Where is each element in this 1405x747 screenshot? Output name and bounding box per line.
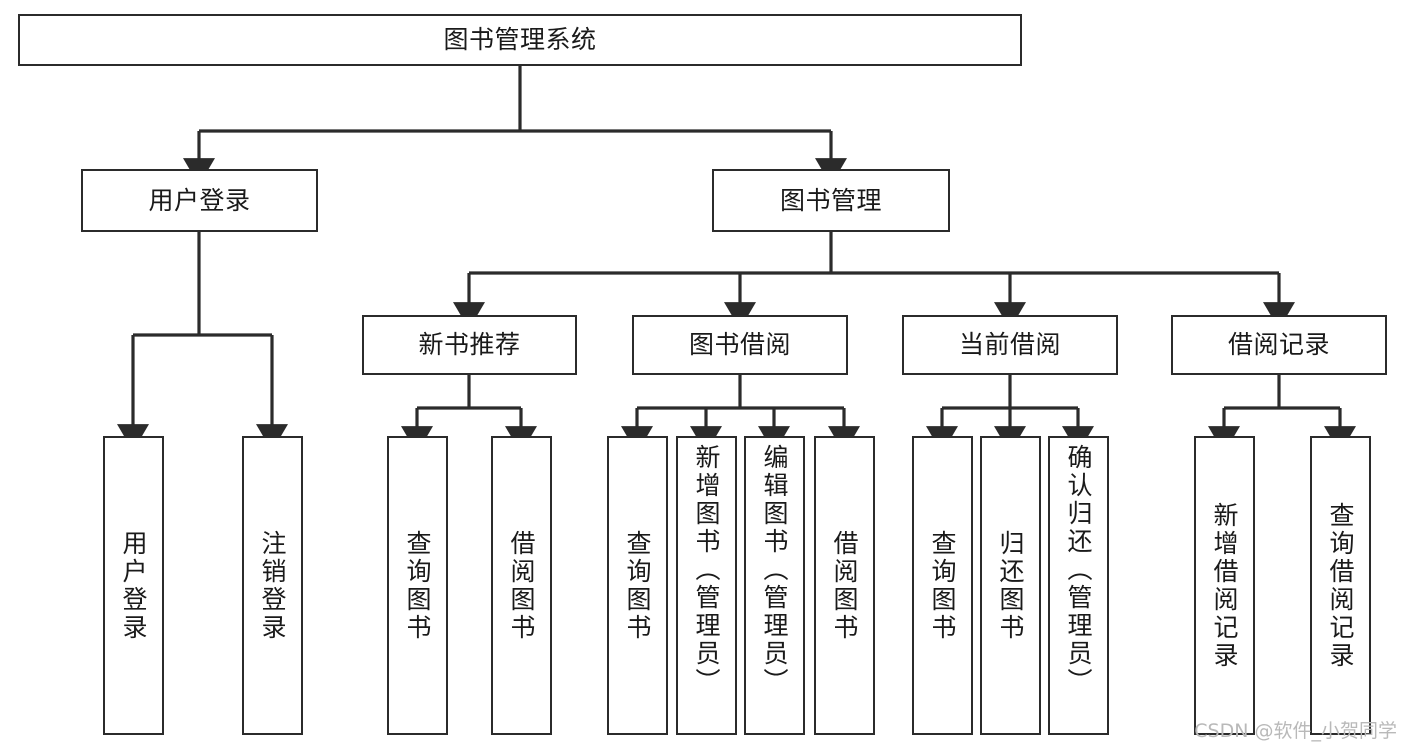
leaf-borrow-book-recommend[interactable]: 借阅图书: [491, 436, 552, 735]
node-label: 归还图书: [996, 529, 1025, 642]
node-root-system[interactable]: 图书管理系统: [18, 14, 1022, 66]
node-label: 编辑图书（管理员）: [760, 444, 789, 696]
leaf-logout[interactable]: 注销登录: [242, 436, 303, 735]
node-new-book-recommend[interactable]: 新书推荐: [362, 315, 577, 375]
leaf-confirm-return[interactable]: 确认归还（管理员）: [1048, 436, 1109, 735]
node-label: 借阅图书: [507, 529, 536, 642]
node-label: 图书管理系统: [443, 25, 597, 54]
node-label: 查询图书: [928, 529, 957, 642]
node-label: 查询图书: [623, 529, 652, 642]
node-book-manage[interactable]: 图书管理: [712, 169, 950, 232]
leaf-query-book-recommend[interactable]: 查询图书: [387, 436, 448, 735]
csdn-watermark: CSDN @软件_小贺同学: [1194, 720, 1397, 742]
leaf-user-login[interactable]: 用户登录: [103, 436, 164, 735]
node-current-borrow[interactable]: 当前借阅: [902, 315, 1118, 375]
node-label: 用户登录: [119, 529, 148, 642]
node-label: 图书借阅: [688, 330, 791, 359]
node-label: 新增图书（管理员）: [692, 444, 721, 696]
node-label: 确认归还（管理员）: [1064, 444, 1093, 696]
node-label: 查询图书: [403, 529, 432, 642]
node-label: 借阅记录: [1227, 330, 1330, 359]
node-label: 查询借阅记录: [1326, 501, 1355, 670]
node-label: 当前借阅: [958, 330, 1061, 359]
node-label: 图书管理: [779, 185, 882, 215]
node-label: 新书推荐: [418, 330, 521, 359]
leaf-query-book-current[interactable]: 查询图书: [912, 436, 973, 735]
leaf-query-borrow-record[interactable]: 查询借阅记录: [1310, 436, 1371, 735]
node-book-borrow[interactable]: 图书借阅: [632, 315, 848, 375]
node-label: 借阅图书: [830, 529, 859, 642]
leaf-edit-book[interactable]: 编辑图书（管理员）: [744, 436, 805, 735]
node-user-login[interactable]: 用户登录: [81, 169, 318, 232]
node-borrow-record[interactable]: 借阅记录: [1171, 315, 1387, 375]
leaf-borrow-book[interactable]: 借阅图书: [814, 436, 875, 735]
leaf-query-book-borrow[interactable]: 查询图书: [607, 436, 668, 735]
leaf-add-borrow-record[interactable]: 新增借阅记录: [1194, 436, 1255, 735]
node-label: 注销登录: [258, 529, 287, 642]
leaf-add-book[interactable]: 新增图书（管理员）: [676, 436, 737, 735]
node-label: 新增借阅记录: [1210, 501, 1239, 670]
node-label: 用户登录: [148, 185, 251, 215]
leaf-return-book[interactable]: 归还图书: [980, 436, 1041, 735]
